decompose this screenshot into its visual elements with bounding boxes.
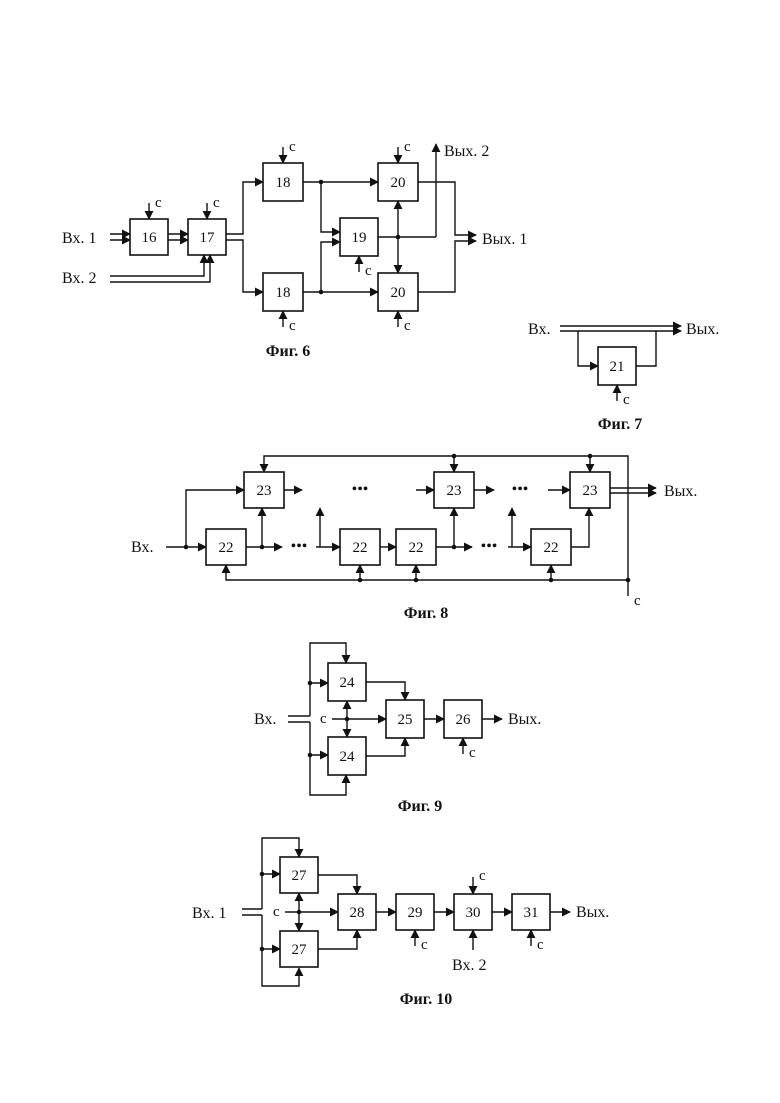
block-20-top-label: 20 — [391, 175, 406, 191]
c-fig10: c — [273, 904, 280, 920]
block-17-label: 17 — [200, 230, 216, 246]
c-30: c — [479, 868, 486, 884]
block-31-label: 31 — [524, 905, 539, 921]
c-31: c — [537, 937, 544, 953]
fig9-caption: Фиг. 9 — [398, 798, 442, 815]
fig6-caption: Фиг. 6 — [266, 343, 310, 360]
block-20-bottom-label: 20 — [391, 285, 406, 301]
block-22-b-label: 22 — [353, 540, 368, 556]
c-17: c — [213, 195, 220, 211]
fig10-caption: Фиг. 10 — [400, 991, 452, 1008]
c-18-top: c — [289, 139, 296, 155]
block-22-a-label: 22 — [219, 540, 234, 556]
figure-8: Вх. 22 22 22 22 23 23 23 ••• ••• — [131, 454, 697, 622]
fig8-ellipsis-2: ••• — [481, 538, 498, 555]
c-20-bottom: c — [404, 318, 411, 334]
block-23-c-label: 23 — [583, 483, 598, 499]
block-24-top-label: 24 — [340, 675, 356, 691]
fig6-output-1-label: Вых. 1 — [482, 231, 527, 248]
block-16-label: 16 — [142, 230, 158, 246]
c-19: c — [365, 263, 372, 279]
fig8-caption: Фиг. 8 — [404, 605, 448, 622]
block-23-b-label: 23 — [447, 483, 462, 499]
c-29: c — [421, 937, 428, 953]
c-20-top: c — [404, 139, 411, 155]
fig8-output-label: Вых. — [664, 483, 697, 500]
fig7-output-label: Вых. — [686, 321, 719, 338]
c-16: c — [155, 195, 162, 211]
c-18-bottom: c — [289, 318, 296, 334]
fig8-ellipsis-1: ••• — [291, 538, 308, 555]
fig6-output-2-label: Вых. 2 — [444, 143, 489, 160]
figure-6: 16 17 18 18 19 20 20 Вх. 1 Вх. 2 c c c c — [62, 139, 527, 360]
fig8-ellipsis-3: ••• — [352, 481, 369, 498]
block-26-label: 26 — [456, 712, 472, 728]
block-30-label: 30 — [466, 905, 481, 921]
fig6-input-1-label: Вх. 1 — [62, 230, 96, 247]
block-27-bottom-label: 27 — [292, 942, 308, 958]
block-28-label: 28 — [350, 905, 365, 921]
fig7-input-label: Вх. — [528, 321, 550, 338]
fig9-input-label: Вх. — [254, 711, 276, 728]
fig9-output-label: Вых. — [508, 711, 541, 728]
block-21-label: 21 — [610, 359, 625, 375]
block-27-top-label: 27 — [292, 868, 308, 884]
block-22-c-label: 22 — [409, 540, 424, 556]
c-fig9: c — [320, 711, 327, 727]
fig8-input-label: Вх. — [131, 539, 153, 556]
block-19-label: 19 — [352, 230, 367, 246]
fig7-caption: Фиг. 7 — [598, 416, 642, 433]
fig8-ellipsis-4: ••• — [512, 481, 529, 498]
c-21: c — [623, 392, 630, 408]
block-22-d-label: 22 — [544, 540, 559, 556]
block-23-a-label: 23 — [257, 483, 272, 499]
block-24-bottom-label: 24 — [340, 749, 356, 765]
fig10-output-label: Вых. — [576, 904, 609, 921]
fig10-input-2-label: Вх. 2 — [452, 957, 486, 974]
block-18-top-label: 18 — [276, 175, 291, 191]
block-29-label: 29 — [408, 905, 423, 921]
c-fig8: c — [634, 593, 641, 609]
fig10-input-1-label: Вх. 1 — [192, 905, 226, 922]
block-18-bottom-label: 18 — [276, 285, 291, 301]
figure-9: Вх. 24 24 25 26 c Вых. c Фиг. 9 — [254, 643, 541, 815]
c-26: c — [469, 745, 476, 761]
block-25-label: 25 — [398, 712, 413, 728]
figure-10: Вх. 1 27 27 28 29 30 31 c Вых. — [192, 838, 609, 1008]
figure-7: Вх. Вых. 21 c Фиг. 7 — [528, 321, 719, 433]
fig6-input-2-label: Вх. 2 — [62, 270, 96, 287]
